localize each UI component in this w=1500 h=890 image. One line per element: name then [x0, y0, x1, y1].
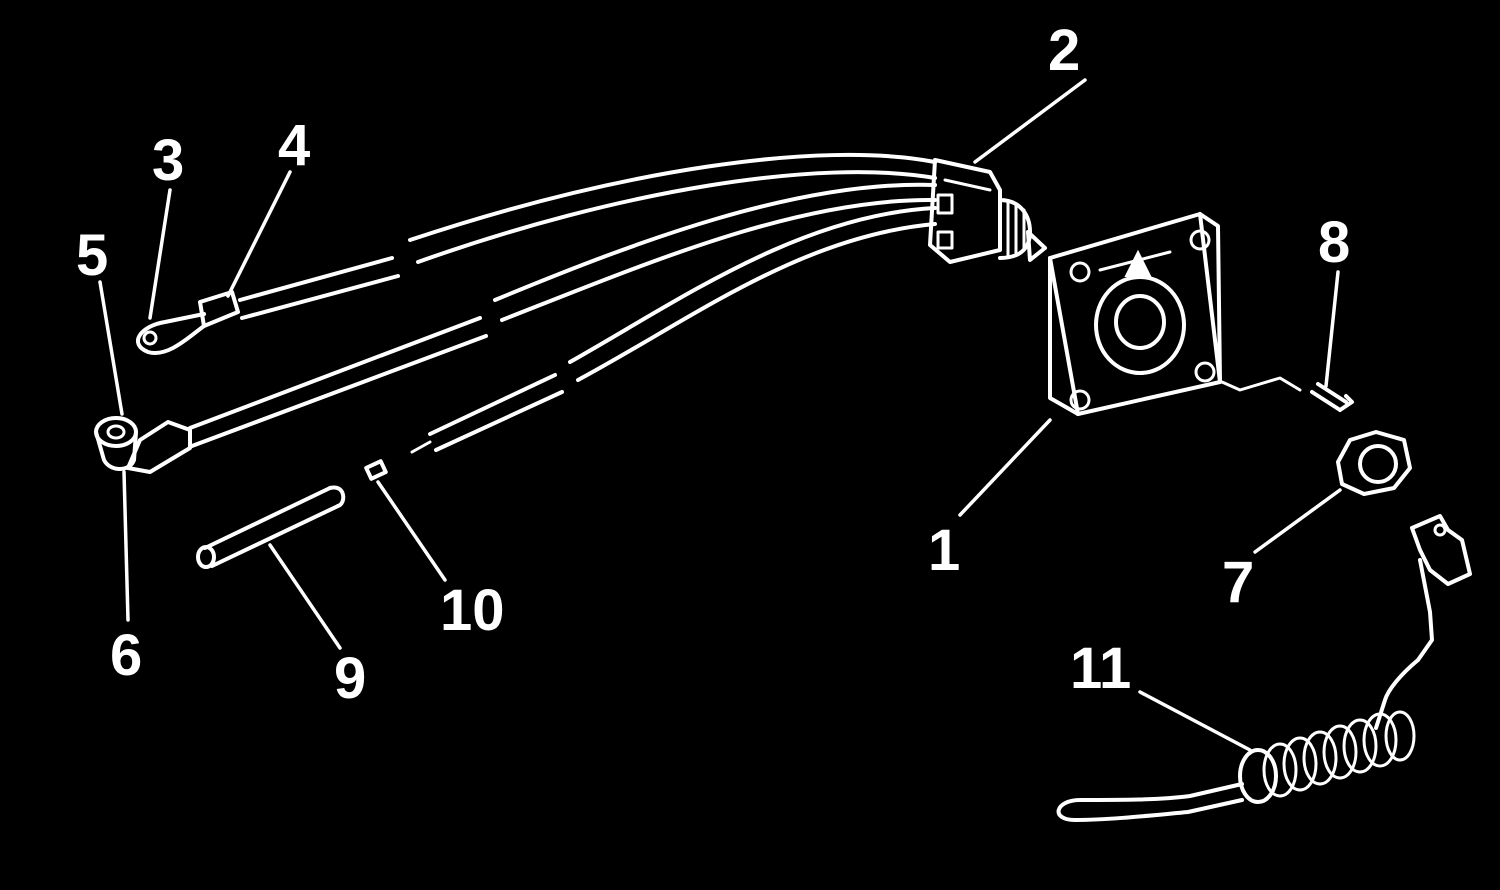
- sleeve-tube: [196, 485, 346, 569]
- leader-lines: [98, 78, 1342, 752]
- wire-harness: [188, 152, 937, 454]
- ring-terminal: [135, 290, 240, 356]
- callout-6: 6: [110, 623, 142, 688]
- kill-switch: [928, 158, 1047, 264]
- callout-2: 2: [1048, 18, 1080, 83]
- callout-11: 11: [1070, 636, 1131, 701]
- callout-7: 7: [1222, 550, 1254, 615]
- barrel-terminal: [94, 416, 192, 474]
- callout-8: 8: [1318, 210, 1350, 275]
- screw: [1220, 376, 1354, 412]
- small-insert: [364, 459, 388, 481]
- callout-labels: 1 2 3 4 5 6 7 8 9 10 11: [76, 18, 1350, 711]
- mounting-plate: [1048, 212, 1222, 416]
- lanyard: [1056, 514, 1472, 822]
- callout-10: 10: [440, 578, 505, 643]
- coil-cord: [1238, 710, 1416, 804]
- callout-5: 5: [76, 223, 108, 288]
- callout-4: 4: [278, 113, 310, 178]
- callout-3: 3: [152, 128, 184, 193]
- hex-nut: [1336, 430, 1412, 496]
- callout-1: 1: [928, 518, 960, 583]
- callout-9: 9: [334, 646, 366, 711]
